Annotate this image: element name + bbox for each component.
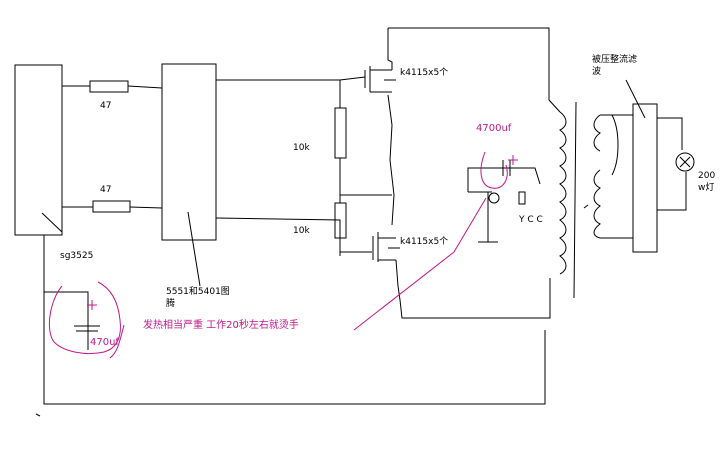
lamp-label-line1: 200 <box>698 171 715 181</box>
heat-note: 发热相当严重 工作20秒左右就烫手 <box>143 318 299 331</box>
resistor-10k-top <box>334 107 347 159</box>
resistor-47-bottom <box>92 200 131 213</box>
mosfet-top <box>364 28 396 93</box>
r-top-label: 47 <box>100 101 111 111</box>
lamp-label-line2: w灯 <box>698 182 714 193</box>
mos-bottom-label: k4115x5个 <box>400 236 448 247</box>
driver-label-line1: 5551和5401图 <box>166 286 230 297</box>
mos-top-label: k4115x5个 <box>400 67 448 78</box>
rectifier-label-line1: 被压整流滤 <box>592 53 637 65</box>
lamp <box>675 152 695 172</box>
cap-left-label: 470uf <box>90 337 119 348</box>
rcc-label: Y C C <box>518 215 543 225</box>
driver-label-line2: 腾 <box>166 297 175 309</box>
sg3525-label: sg3525 <box>60 251 93 261</box>
rectifier-label-line2: 波 <box>592 65 601 77</box>
sg3525-chip <box>14 64 63 236</box>
rectifier-block <box>632 103 658 253</box>
resistor-47-top <box>89 80 129 93</box>
driver-chip <box>161 63 217 241</box>
cap-top-label: 4700uf <box>476 123 512 134</box>
mosfet-bottom <box>372 232 551 319</box>
r10k-bottom-label: 10k <box>293 226 310 236</box>
r-bottom-label: 47 <box>100 185 111 195</box>
r10k-top-label: 10k <box>293 143 310 153</box>
